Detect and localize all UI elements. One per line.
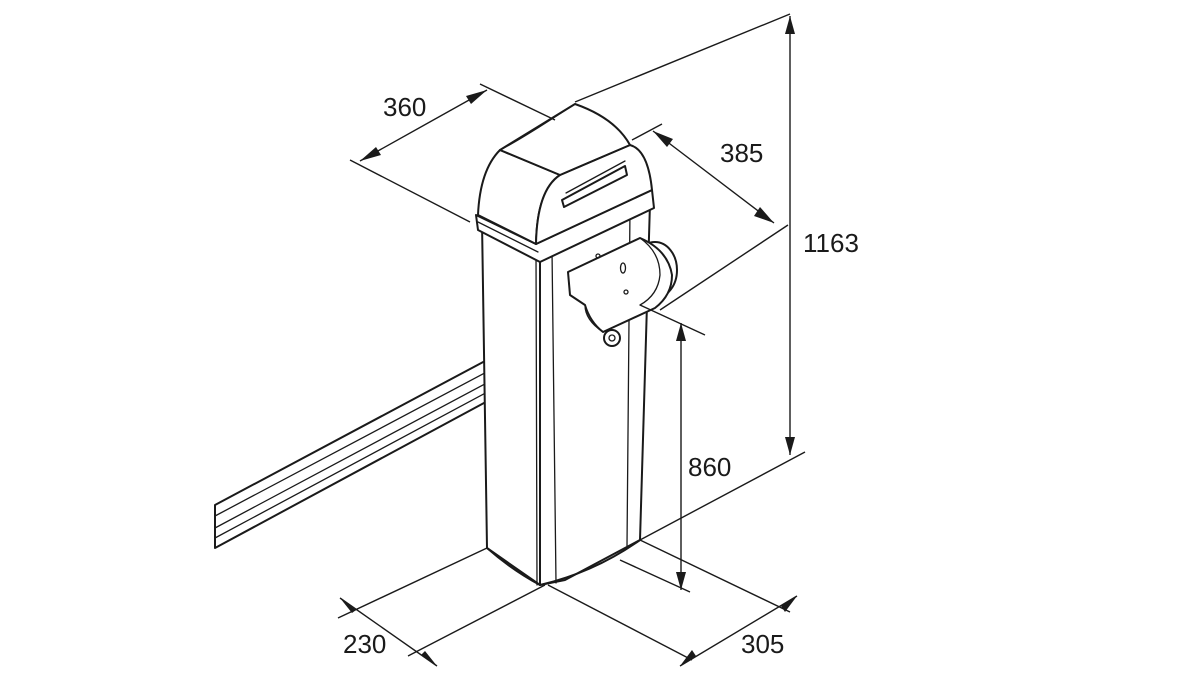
- dimension-label-1163: 1163: [803, 228, 859, 258]
- dimension-base-width: 230: [337, 547, 546, 667]
- dimension-label-305: 305: [741, 629, 784, 659]
- dimension-label-360: 360: [383, 92, 426, 122]
- dimension-base-depth: 305: [547, 539, 798, 667]
- dimension-label-230: 230: [343, 629, 386, 659]
- dimension-boom-height: 860: [619, 304, 731, 593]
- dimension-top-width: 360: [349, 83, 556, 223]
- boom-holder: [567, 237, 678, 347]
- dimension-total-height: 1163: [574, 13, 859, 541]
- dimension-top-depth: 385: [631, 123, 789, 311]
- dimension-label-860: 860: [688, 452, 731, 482]
- dimension-label-385: 385: [720, 138, 763, 168]
- top-cover: [475, 103, 655, 263]
